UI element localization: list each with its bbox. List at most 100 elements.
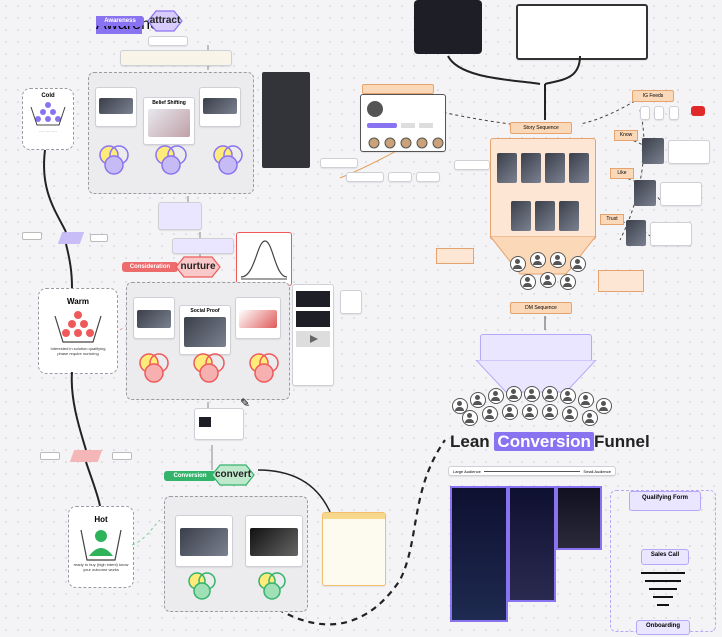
left-story-note bbox=[436, 248, 474, 264]
youtube-icon bbox=[691, 106, 706, 116]
ig-feed-icons bbox=[640, 106, 710, 120]
profile-note-4 bbox=[416, 172, 440, 182]
attract-note-2 bbox=[120, 50, 232, 66]
warm-desc: Interested in solution qualifying phase … bbox=[50, 346, 106, 356]
audience-arrow-icon bbox=[483, 470, 581, 472]
belief-shifting-label: Belief Shifting bbox=[152, 100, 186, 106]
hot-desc: ready to buy (high intent) know your out… bbox=[73, 562, 129, 572]
social-proof-label: Social Proof bbox=[190, 308, 220, 314]
ig-feeds-label: IG Feeds bbox=[632, 90, 674, 102]
qualifying-form-label: Qualifying Form bbox=[641, 495, 688, 501]
profile-optim-label bbox=[362, 84, 434, 94]
convert-card-right bbox=[245, 515, 303, 567]
nurture-card-center: Social Proof bbox=[179, 305, 231, 355]
story-sequence-panel bbox=[490, 138, 596, 240]
nurture-diamond: nurture bbox=[170, 256, 226, 278]
profile-note-5 bbox=[454, 160, 490, 170]
story-sequence-label: Story Sequence bbox=[510, 122, 572, 134]
left-node-4 bbox=[112, 452, 132, 460]
nurture-label: nurture bbox=[180, 261, 216, 272]
convert-side-table bbox=[322, 512, 386, 586]
large-audience-label: Large Audience bbox=[453, 468, 481, 474]
funnel-page-1 bbox=[450, 486, 508, 622]
sales-funnel-lines bbox=[641, 572, 685, 606]
left-node-1 bbox=[22, 232, 42, 244]
cold-title: Cold bbox=[41, 93, 55, 99]
funnel-page-3 bbox=[556, 486, 602, 550]
convert-label: convert bbox=[214, 469, 252, 480]
attract-tag-pill: Awareness bbox=[96, 16, 144, 26]
nurture-venn bbox=[139, 353, 279, 383]
funnel-title-lean: Lean bbox=[450, 432, 490, 451]
funnel-title-conversion: Conversion bbox=[494, 432, 594, 451]
attract-label: attract bbox=[149, 15, 181, 26]
hot-bucket: Hot ready to buy (high intent) know your… bbox=[68, 506, 134, 588]
left-node-3 bbox=[40, 452, 60, 460]
attract-panel: Belief Shifting bbox=[88, 72, 254, 194]
onboarding-label: Onboarding bbox=[646, 623, 680, 629]
convert-tag: Conversion bbox=[164, 471, 216, 481]
profile-note-2 bbox=[346, 172, 384, 182]
convert-diamond: convert bbox=[206, 464, 260, 486]
trust-thumb bbox=[626, 220, 646, 246]
know-thumb bbox=[642, 138, 664, 164]
attract-side-screens bbox=[262, 72, 310, 168]
nurture-card-right bbox=[235, 297, 281, 339]
funnel-audience-faces bbox=[448, 386, 618, 426]
nurture-card-left bbox=[133, 297, 175, 339]
nurture-side-panel bbox=[292, 284, 334, 386]
pen-icon: ✎ bbox=[240, 396, 251, 410]
attract-venn bbox=[99, 145, 243, 175]
right-story-note bbox=[598, 270, 644, 292]
attract-diamond: attract bbox=[142, 10, 188, 32]
nurture-panel: Social Proof bbox=[126, 282, 290, 400]
sales-call-label: Sales Call bbox=[650, 552, 680, 558]
onboarding-box: Onboarding bbox=[636, 620, 690, 635]
attract-card-center: Belief Shifting bbox=[143, 97, 195, 145]
cold-bucket: Cold ···· ···· ···· bbox=[22, 88, 74, 150]
profile-highlights bbox=[368, 137, 444, 149]
nurture-side-note bbox=[340, 290, 362, 314]
attract-note bbox=[148, 36, 188, 46]
convert-venn bbox=[188, 572, 286, 600]
small-audience-label: Small Audience bbox=[583, 468, 611, 474]
attract-card-right bbox=[199, 87, 241, 127]
know-label: Know bbox=[614, 130, 638, 141]
hot-person-icon bbox=[80, 529, 122, 561]
funnel-title-funnel: Funnel bbox=[593, 432, 650, 451]
attract-card-left bbox=[95, 87, 137, 127]
attract-bottom-card bbox=[158, 202, 202, 230]
audience-range-bar: Large Audience Small Audience bbox=[448, 466, 616, 476]
left-diamond-2 bbox=[69, 450, 103, 462]
trust-text bbox=[650, 222, 692, 246]
warm-title: Warm bbox=[67, 297, 89, 306]
qualifying-panel: Qualifying Form Sales Call bbox=[610, 490, 716, 632]
nurture-chart bbox=[236, 232, 292, 286]
qualifying-form-box: Qualifying Form bbox=[629, 491, 701, 511]
dm-sequence-label: DM Sequence bbox=[510, 302, 572, 314]
bell-curve-icon bbox=[240, 240, 288, 280]
top-doc-card bbox=[516, 4, 648, 60]
funnel-page-2 bbox=[508, 486, 556, 602]
left-diamond-1 bbox=[57, 232, 85, 244]
hot-title: Hot bbox=[94, 515, 108, 524]
nurture-top-note bbox=[172, 238, 234, 254]
profile-note-3 bbox=[388, 172, 412, 182]
left-node-2 bbox=[90, 234, 108, 242]
know-text bbox=[668, 140, 710, 164]
warm-people-icon bbox=[54, 311, 102, 343]
top-dark-screen bbox=[414, 0, 482, 54]
like-thumb bbox=[634, 180, 656, 206]
convert-card-left bbox=[175, 515, 233, 567]
story-audience-faces bbox=[496, 252, 592, 300]
warm-bucket: Warm Interested in solution qualifying p… bbox=[38, 288, 118, 374]
like-text bbox=[660, 182, 702, 206]
nurture-tag: Consideration bbox=[122, 262, 178, 272]
cold-people-icon bbox=[30, 102, 66, 126]
profile-avatar bbox=[367, 101, 383, 117]
like-label: Like bbox=[610, 168, 634, 179]
trust-label: Trust bbox=[600, 214, 624, 225]
convert-panel bbox=[164, 496, 308, 612]
profile-note-1 bbox=[320, 158, 358, 168]
